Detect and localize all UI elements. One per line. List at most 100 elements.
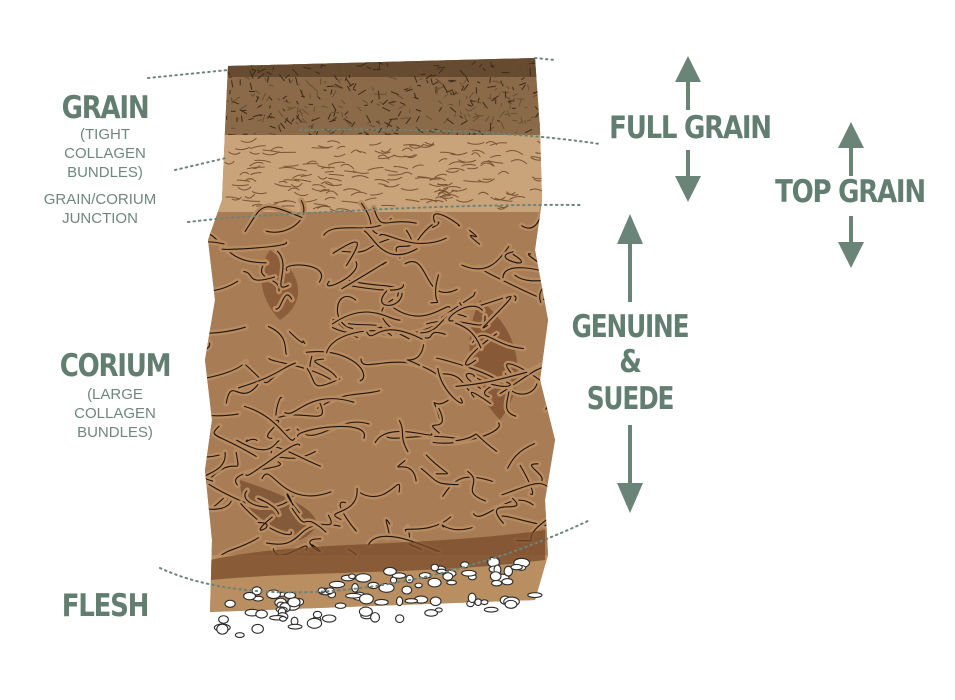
grain-speck [463, 78, 468, 84]
junction-fiber [487, 160, 504, 164]
grain-speck [303, 66, 311, 70]
junction-fiber [336, 145, 346, 150]
grain-speck [452, 90, 455, 96]
junction-fiber [471, 152, 481, 158]
grain-speck [375, 120, 380, 124]
junction-fiber [450, 152, 468, 156]
junction-fiber [324, 196, 336, 201]
grain-speck [257, 68, 266, 74]
label-grain-detail: (TIGHT COLLAGEN BUNDLES) [40, 125, 170, 182]
grain-speck [417, 128, 424, 134]
grain-speck [389, 118, 398, 120]
collagen-bundle-outline [545, 391, 555, 410]
collagen-bundle-outline [441, 524, 473, 531]
junction-fiber [329, 208, 348, 213]
collagen-bundle-outline [316, 390, 381, 409]
junction-fiber [425, 199, 444, 204]
junction-fiber [384, 183, 400, 188]
collagen-bundle-outline [261, 473, 332, 497]
grain-speck [277, 123, 281, 128]
grain-speck [369, 124, 376, 128]
grain-speck [291, 118, 295, 123]
grain-speck [403, 88, 409, 91]
grain-speck [231, 100, 234, 104]
collagen-bundle-outline [341, 261, 387, 290]
grain-speck [396, 94, 404, 100]
junction-fiber [270, 146, 284, 151]
grain-speck [464, 108, 470, 112]
junction-fiber [319, 189, 330, 193]
collagen-bundle-outline [433, 213, 461, 227]
grain-speck [296, 109, 304, 114]
junction-fiber [302, 163, 319, 165]
grain-speck [405, 117, 412, 125]
grain-speck [240, 115, 243, 122]
flesh-pebble [321, 614, 337, 623]
grain-speck [258, 60, 263, 64]
flesh-pebble [216, 623, 229, 635]
flesh-pebble [483, 606, 499, 613]
grain-speck [449, 106, 457, 113]
junction-fiber [294, 191, 309, 197]
label-corium: CORIUM [59, 348, 172, 384]
junction-fiber [341, 200, 359, 204]
junction-fiber [318, 145, 333, 148]
flesh-pebble [430, 563, 440, 572]
grain-speck [337, 105, 344, 108]
grain-speck [321, 105, 328, 108]
collagen-bundle [205, 323, 213, 354]
junction-fiber [306, 160, 317, 164]
flesh-pebble [501, 578, 514, 586]
junction-fiber [424, 142, 435, 147]
junction-fiber [509, 195, 526, 200]
grain-speck [222, 83, 228, 91]
grain-speck [344, 111, 349, 116]
grain-speck [340, 99, 346, 105]
arrows [617, 56, 864, 513]
grain-speck [257, 104, 263, 109]
grain-speck [442, 84, 448, 93]
grain-speck [430, 78, 433, 85]
junction-fiber [387, 176, 403, 181]
grain-speck [378, 101, 384, 105]
grain-speck [266, 95, 271, 102]
collagen-bundle-outline [430, 274, 440, 304]
collagen-bundle-outline [470, 391, 491, 404]
collagen-bundle-outline [432, 407, 443, 434]
collagen-bundle-outline [243, 405, 296, 441]
junction-fiber [400, 187, 419, 191]
grain-speck [464, 75, 470, 83]
grain-speck [272, 59, 276, 64]
grain-speck [348, 83, 355, 87]
flesh-pebble [461, 569, 477, 577]
junction-fiber [249, 145, 266, 150]
grain-speck [366, 66, 371, 70]
junction-fiber [274, 183, 292, 188]
junction-fiber [439, 194, 452, 197]
junction-fiber [324, 171, 334, 173]
flesh-pebble [355, 573, 372, 583]
junction-fiber [489, 142, 508, 146]
grain-speck [358, 89, 367, 96]
junction-fiber [505, 191, 516, 195]
grain-speck [501, 91, 510, 93]
grain-speck [266, 112, 272, 119]
grain-speck [388, 101, 397, 104]
junction-fiber [417, 175, 433, 180]
junction-fiber [287, 187, 300, 192]
collagen-bundle-outline [267, 325, 288, 355]
collagen-bundle-outline [496, 497, 518, 524]
junction-fiber [466, 141, 485, 145]
collagen-bundle-outline [285, 264, 323, 283]
junction-fiber [327, 161, 345, 166]
collagen-bundle-outline [358, 483, 401, 498]
collagen-bundle-outline [306, 368, 341, 387]
grain-speck [278, 74, 285, 82]
flesh-pebble [391, 572, 407, 579]
grain-speck [425, 115, 433, 121]
grain-speck [494, 87, 498, 91]
label-grain-detail-line: (TIGHT [80, 126, 130, 143]
junction-fiber [325, 190, 339, 196]
corium-fibers [205, 194, 555, 587]
grain-speck [292, 68, 299, 76]
